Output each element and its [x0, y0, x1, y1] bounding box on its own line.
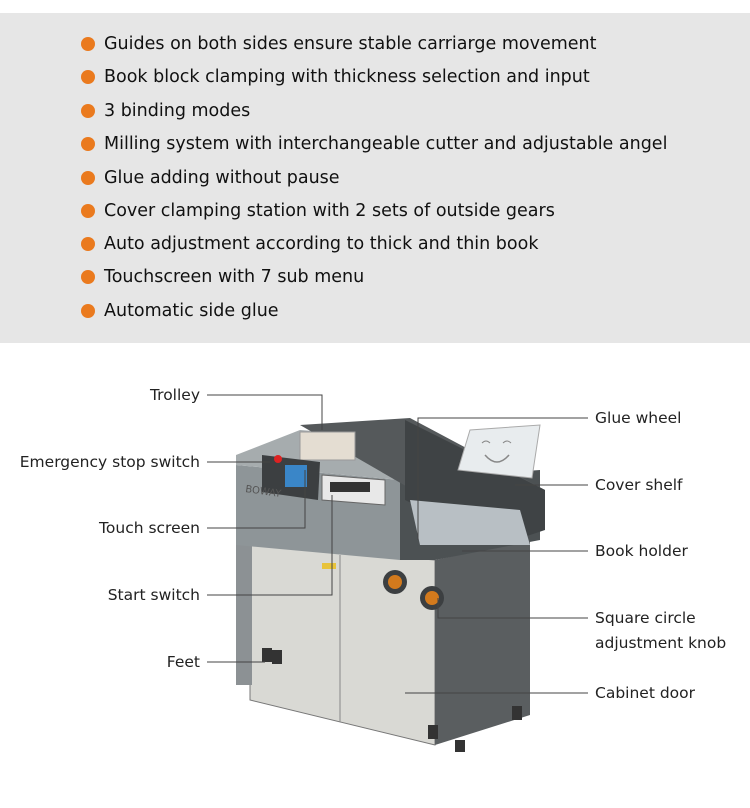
knob-right: [425, 591, 439, 605]
cabinet-side: [435, 540, 530, 745]
feature-item: Book block clamping with thickness selec…: [81, 65, 590, 89]
emergency-stop-switch: [274, 455, 282, 463]
feature-text: Milling system with interchangeable cutt…: [104, 134, 668, 154]
feature-text: Glue adding without pause: [104, 168, 340, 188]
feature-item: Milling system with interchangeable cutt…: [81, 132, 667, 156]
callout-cabinet-door: Cabinet door: [595, 684, 696, 702]
callout-glue-wheel: Glue wheel: [595, 409, 682, 427]
feature-text: Touchscreen with 7 sub menu: [104, 267, 365, 287]
feature-item: 3 binding modes: [81, 99, 250, 123]
feature-text: Cover clamping station with 2 sets of ou…: [104, 201, 555, 221]
feature-text: Auto adjustment according to thick and t…: [104, 234, 539, 254]
callout-start-switch: Start switch: [107, 586, 200, 604]
bullet-icon: [81, 237, 95, 251]
bullet-icon: [81, 104, 95, 118]
callout-emergency-stop-switch: Emergency stop switch: [19, 453, 200, 471]
bullet-icon: [81, 37, 95, 51]
feature-text: Automatic side glue: [104, 301, 279, 321]
feature-item: Auto adjustment according to thick and t…: [81, 232, 538, 256]
knob-left: [388, 575, 402, 589]
bullet-icon: [81, 70, 95, 84]
callout-knob-line1: Square circle: [595, 609, 696, 627]
callout-touch-screen: Touch screen: [99, 519, 200, 537]
feature-item: Touchscreen with 7 sub menu: [81, 265, 364, 289]
callout-book-holder: Book holder: [595, 542, 688, 560]
feature-text: Book block clamping with thickness selec…: [104, 67, 590, 87]
feature-text: 3 binding modes: [104, 101, 251, 121]
svg-text:BOWAY: BOWAY: [245, 484, 283, 500]
callout-trolley: Trolley: [149, 386, 200, 404]
features-panel: [0, 13, 750, 343]
cover-shelf: [457, 424, 541, 479]
feature-item: Glue adding without pause: [81, 166, 340, 190]
callout-cover-shelf: Cover shelf: [595, 476, 683, 494]
bullet-icon: [81, 204, 95, 218]
bullet-icon: [81, 270, 95, 284]
callout-knob-line2: adjustment knob: [595, 634, 727, 652]
bullet-icon: [81, 304, 95, 318]
leader-lines: [207, 394, 588, 694]
callout-feet: Feet: [166, 653, 200, 671]
bullet-icon: [81, 137, 95, 151]
feature-item: Automatic side glue: [81, 299, 279, 323]
feature-text: Guides on both sides ensure stable carri…: [104, 34, 597, 54]
feature-item: Cover clamping station with 2 sets of ou…: [81, 199, 555, 223]
bullet-icon: [81, 171, 95, 185]
book-holder-plate: [410, 500, 530, 545]
cabinet-front: [249, 544, 436, 746]
feature-item: Guides on both sides ensure stable carri…: [81, 32, 597, 56]
